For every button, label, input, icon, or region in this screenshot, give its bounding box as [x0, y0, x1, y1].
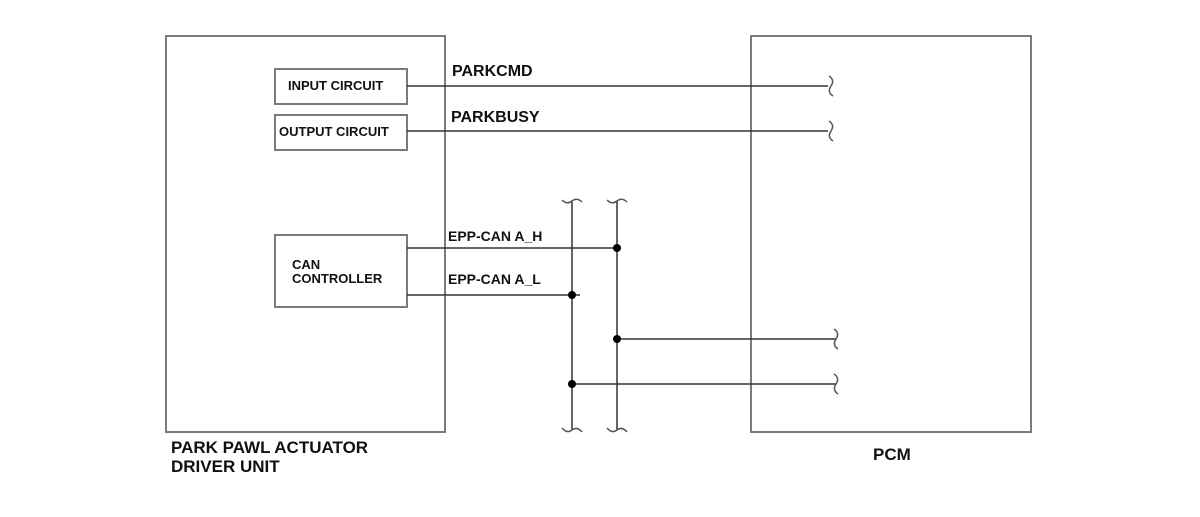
can-controller-label-line1: CAN [292, 257, 321, 272]
can-low-junction-node [568, 291, 576, 299]
can-controller-label: CAN CONTROLLER [292, 257, 383, 287]
can-high-bus-top-break [606, 198, 628, 204]
input-circuit-label: INPUT CIRCUIT [288, 78, 384, 93]
actuator-driver-unit-box [165, 35, 446, 433]
pcm-unit-label: PCM [873, 445, 911, 464]
parkcmd-signal-label: PARKCMD [452, 63, 533, 80]
pcm-can-high-junction-node [613, 335, 621, 343]
can-low-bus-bottom-break [561, 427, 583, 433]
can-controller-box [274, 234, 408, 308]
parkbusy-signal-label: PARKBUSY [451, 109, 540, 126]
pcm-can-low-break-symbol [833, 373, 839, 395]
parkcmd-break-symbol [828, 75, 834, 97]
parkbusy-break-symbol [828, 120, 834, 142]
pcm-can-high-break-symbol [833, 328, 839, 350]
can-high-junction-node [613, 244, 621, 252]
can-controller-label-line2: CONTROLLER [292, 271, 383, 287]
output-circuit-box [274, 114, 408, 151]
actuator-unit-label: PARK PAWL ACTUATOR DRIVER UNIT [171, 438, 369, 476]
can-high-bus-bottom-break [606, 427, 628, 433]
can-low-signal-label: EPP-CAN A_L [448, 271, 541, 287]
output-circuit-label: OUTPUT CIRCUIT [279, 124, 389, 139]
pcm-can-low-junction-node [568, 380, 576, 388]
actuator-unit-label-line1: PARK PAWL ACTUATOR [171, 438, 369, 457]
can-high-signal-label: EPP-CAN A_H [448, 228, 543, 244]
actuator-unit-label-line2: DRIVER UNIT [171, 456, 280, 476]
can-low-bus-top-break [561, 198, 583, 204]
pcm-unit-box [750, 35, 1032, 433]
